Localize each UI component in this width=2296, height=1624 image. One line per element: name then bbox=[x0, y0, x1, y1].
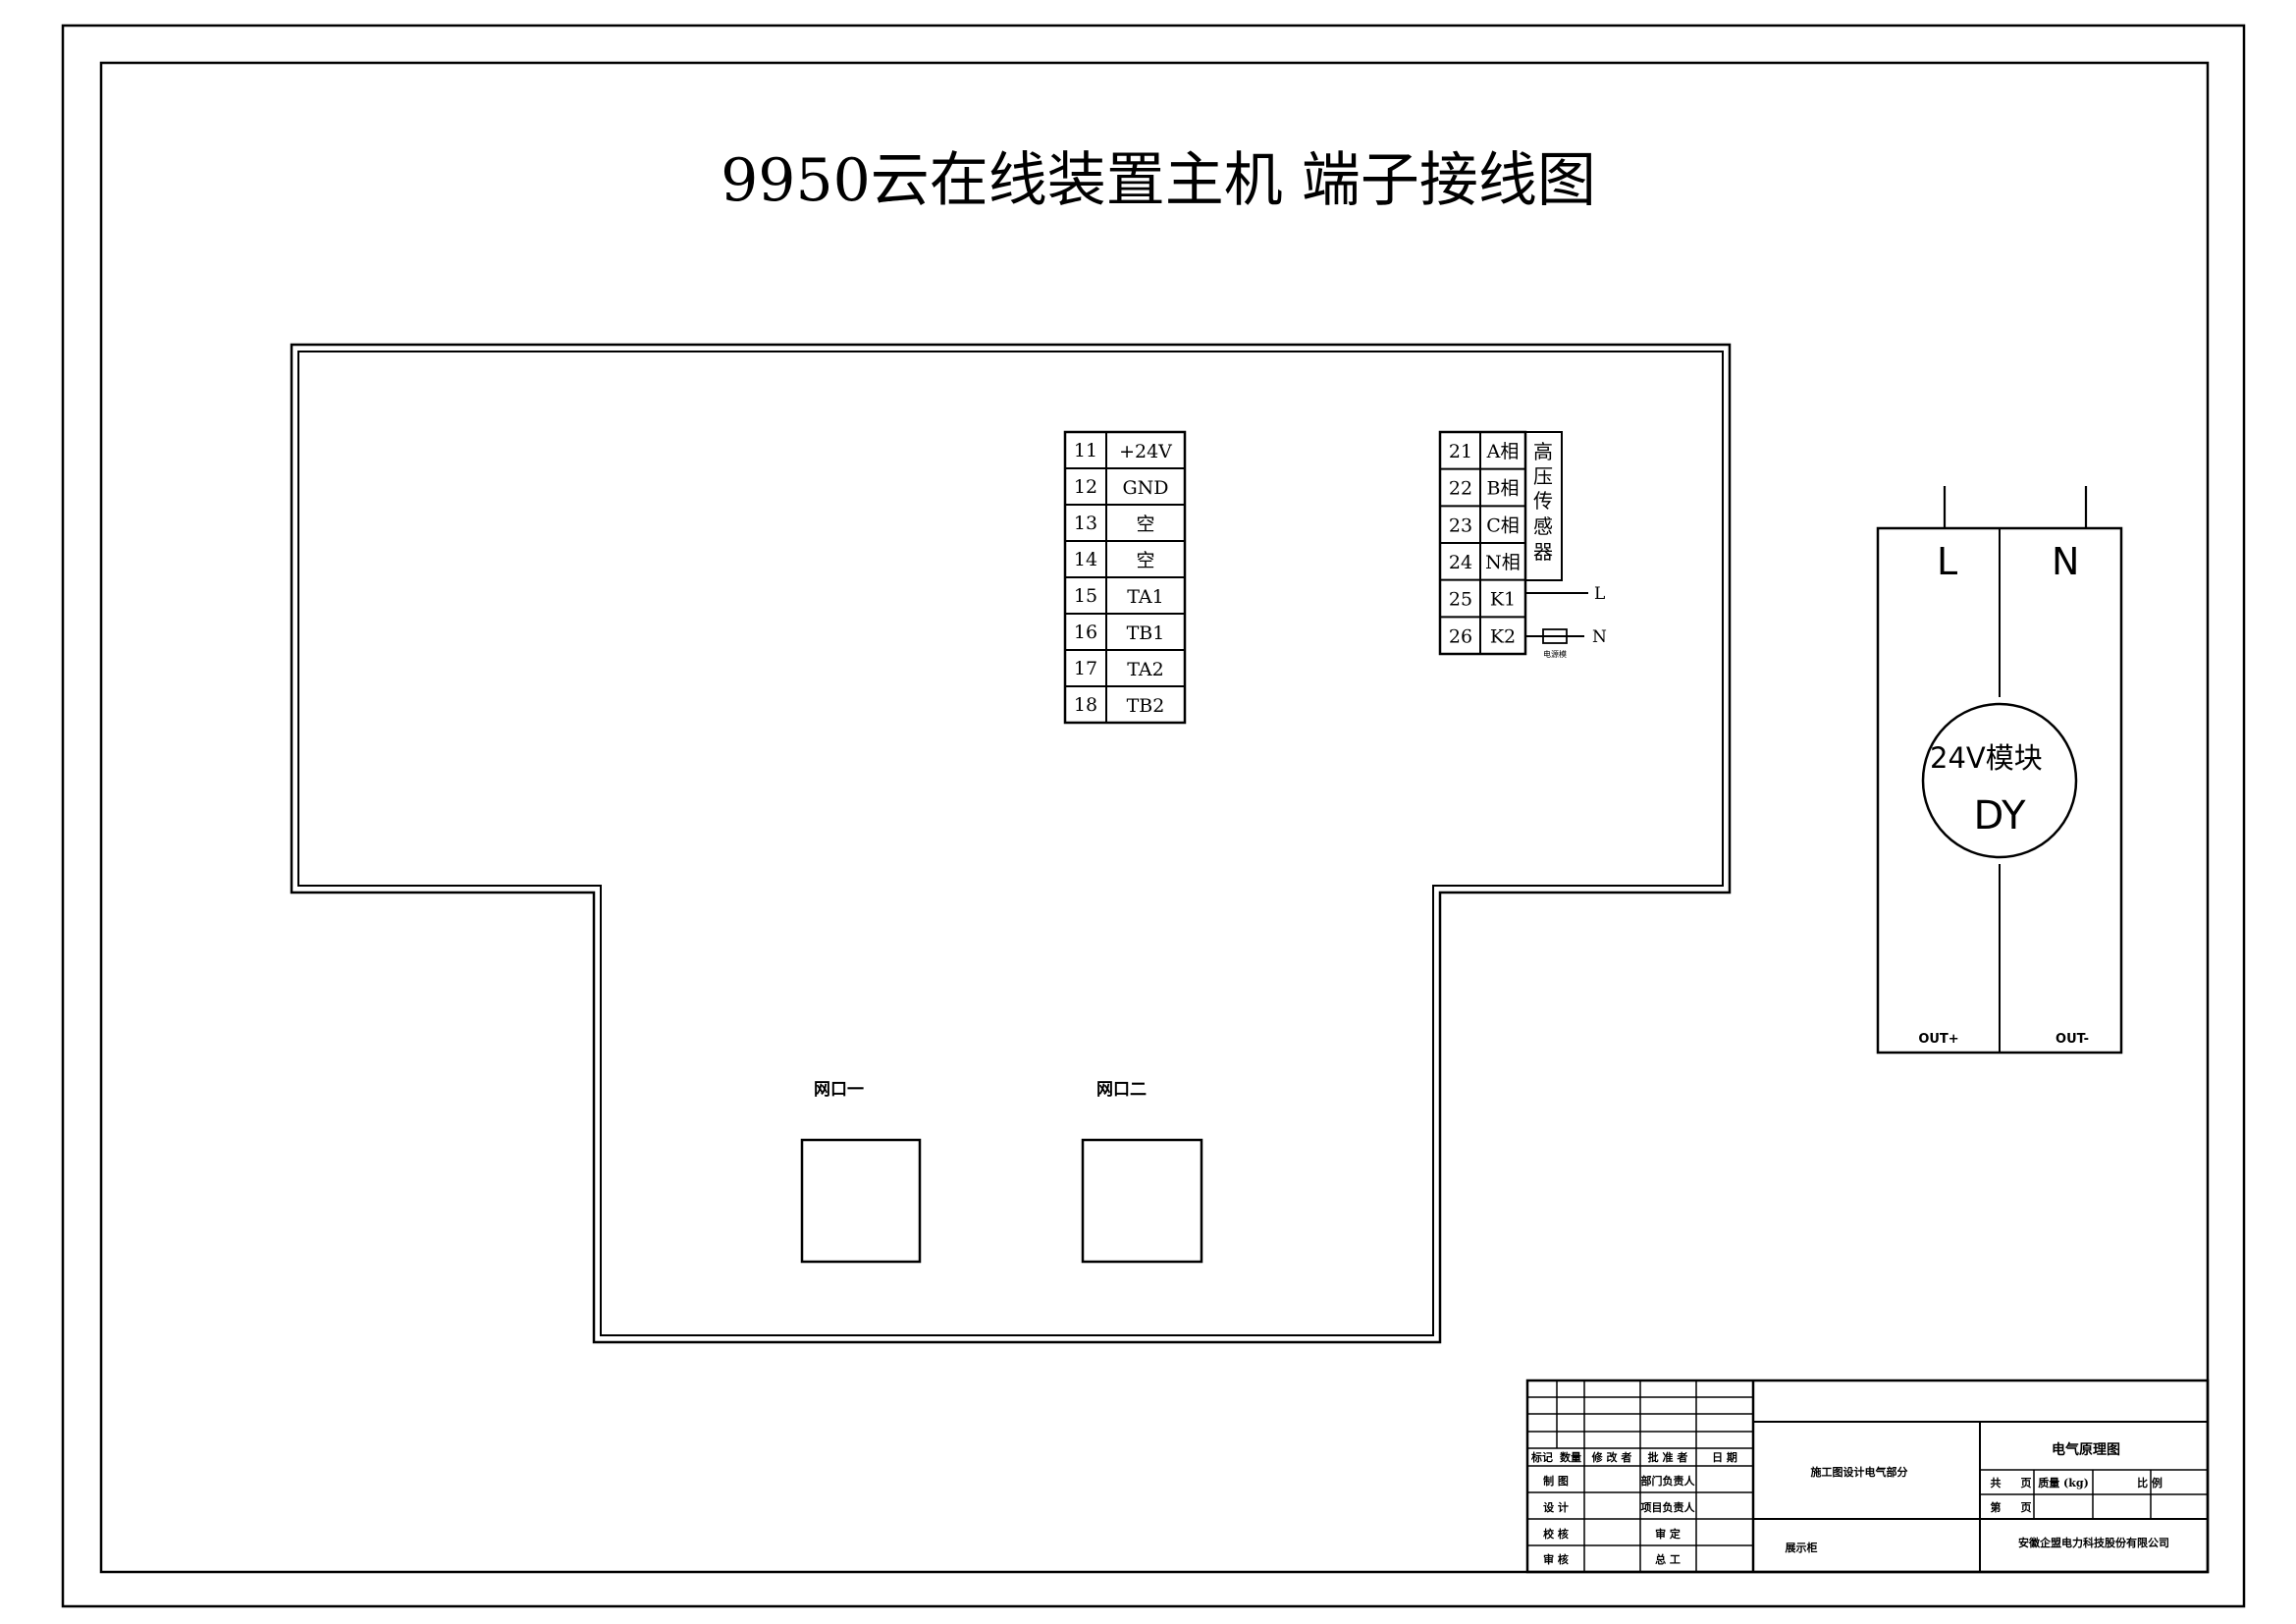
page-no-label: 第 bbox=[1991, 1500, 2002, 1514]
terminal-18-number: 18 bbox=[1074, 694, 1097, 716]
network-port-2: 网口二 bbox=[1081, 1080, 1203, 1264]
row-approve: 审 定 bbox=[1655, 1527, 1681, 1541]
terminal-17-label: TA2 bbox=[1127, 659, 1163, 680]
rev-header-5: 日 期 bbox=[1712, 1450, 1737, 1464]
terminal-11-number: 11 bbox=[1074, 440, 1097, 461]
rev-header-1: 标记 bbox=[1530, 1450, 1553, 1464]
terminal-12-number: 12 bbox=[1074, 476, 1097, 498]
power-module-circle bbox=[1921, 702, 2078, 859]
drawing-title: 9950云在线装置主机 端子接线图 bbox=[721, 146, 1596, 215]
device-outline-inner bbox=[297, 351, 1724, 1336]
terminal-26-label: K2 bbox=[1490, 625, 1516, 647]
terminal-16-label: TB1 bbox=[1127, 623, 1165, 644]
power-in-l: L bbox=[1937, 540, 1957, 583]
svg-text:传: 传 bbox=[1533, 489, 1553, 513]
company-name: 安徽企盟电力科技股份有限公司 bbox=[2018, 1536, 2169, 1549]
row-project-head: 项目负责人 bbox=[1641, 1500, 1696, 1514]
terminal-14-label: 空 bbox=[1136, 550, 1154, 571]
total-pages-unit: 页 bbox=[2021, 1477, 2032, 1489]
terminal-26-number: 26 bbox=[1449, 625, 1472, 647]
wire-l-label: L bbox=[1594, 584, 1605, 604]
power-circle-top: 24V模块 bbox=[1930, 741, 2043, 775]
row-check: 校 核 bbox=[1543, 1527, 1569, 1541]
row-drawn: 制 图 bbox=[1543, 1474, 1569, 1488]
title-block: 标记 数量 修 改 者 批 准 者 日 期 制 图 部门负责人 设 计 项目负责… bbox=[1525, 1379, 2210, 1574]
page-no-unit: 页 bbox=[2021, 1501, 2032, 1514]
component-label: 电源模 bbox=[1543, 649, 1567, 659]
drawing-name: 电气原理图 bbox=[2052, 1441, 2120, 1458]
total-pages-label: 共 bbox=[1991, 1476, 2002, 1489]
rev-header-2: 数量 bbox=[1560, 1450, 1581, 1464]
power-circle-bottom: DY bbox=[1973, 793, 2026, 839]
outer-border bbox=[61, 24, 2246, 1608]
terminal-12-label: GND bbox=[1122, 477, 1168, 499]
terminal-15-number: 15 bbox=[1074, 585, 1097, 607]
port1-label: 网口一 bbox=[814, 1080, 864, 1100]
row-chief: 总 工 bbox=[1655, 1552, 1681, 1566]
terminal-23-number: 23 bbox=[1449, 514, 1472, 536]
svg-text:压: 压 bbox=[1533, 464, 1553, 488]
terminal-24-number: 24 bbox=[1449, 552, 1472, 573]
power-out-plus: OUT+ bbox=[1918, 1032, 1958, 1047]
device-outline-outer bbox=[290, 343, 1732, 1344]
wire-n-label: N bbox=[1592, 627, 1607, 647]
weight-label: 质量 (kg) bbox=[2038, 1476, 2089, 1489]
scale-label: 比 例 bbox=[2137, 1476, 2163, 1489]
terminal-block-right: 21 A相 22 B相 23 C相 24 N相 25 K1 26 K2 高 压 传 感 器 L 电源模… bbox=[1438, 430, 1607, 659]
network-port-1: 网口一 bbox=[800, 1080, 922, 1264]
terminal-23-label: C相 bbox=[1486, 514, 1520, 536]
terminal-17-number: 17 bbox=[1074, 658, 1097, 679]
row-dept-head: 部门负责人 bbox=[1641, 1474, 1696, 1488]
terminal-18-label: TB2 bbox=[1127, 695, 1165, 717]
terminal-16-number: 16 bbox=[1074, 622, 1097, 643]
svg-text:高: 高 bbox=[1533, 440, 1553, 463]
terminal-21-number: 21 bbox=[1449, 441, 1472, 462]
power-in-n: N bbox=[2052, 540, 2079, 583]
sensor-group-label: 高 压 传 感 器 bbox=[1533, 440, 1553, 564]
svg-text:器: 器 bbox=[1533, 540, 1553, 564]
port2-label: 网口二 bbox=[1096, 1080, 1147, 1100]
rev-header-3: 修 改 者 bbox=[1591, 1450, 1632, 1464]
project-name: 施工图设计电气部分 bbox=[1811, 1465, 1908, 1479]
power-out-minus: OUT- bbox=[2056, 1032, 2089, 1047]
terminal-15-label: TA1 bbox=[1127, 586, 1163, 608]
terminal-25-number: 25 bbox=[1449, 589, 1472, 611]
terminal-11-label: +24V bbox=[1119, 441, 1172, 462]
terminal-14-number: 14 bbox=[1074, 549, 1097, 570]
inner-border bbox=[99, 61, 2210, 1574]
terminal-block-left: 11 +24V 12 GND 13 空 14 空 15 TA1 16 TB1 17 TA2 18 TB2 bbox=[1063, 430, 1187, 725]
terminal-24-label: N相 bbox=[1485, 552, 1521, 573]
power-module: L N 24V模块 DY OUT+ OUT- bbox=[1876, 486, 2123, 1055]
terminal-22-label: B相 bbox=[1487, 478, 1520, 500]
terminal-13-label: 空 bbox=[1136, 514, 1154, 535]
terminal-25-label: K1 bbox=[1490, 589, 1516, 611]
rev-header-4: 批 准 者 bbox=[1648, 1450, 1688, 1464]
svg-text:感: 感 bbox=[1533, 514, 1553, 538]
terminal-13-number: 13 bbox=[1074, 513, 1097, 534]
terminal-21-label: A相 bbox=[1486, 441, 1520, 462]
row-review: 审 核 bbox=[1543, 1552, 1569, 1566]
row-design: 设 计 bbox=[1543, 1500, 1569, 1514]
terminal-22-number: 22 bbox=[1449, 478, 1472, 500]
cabinet-name: 展示柜 bbox=[1785, 1541, 1818, 1554]
